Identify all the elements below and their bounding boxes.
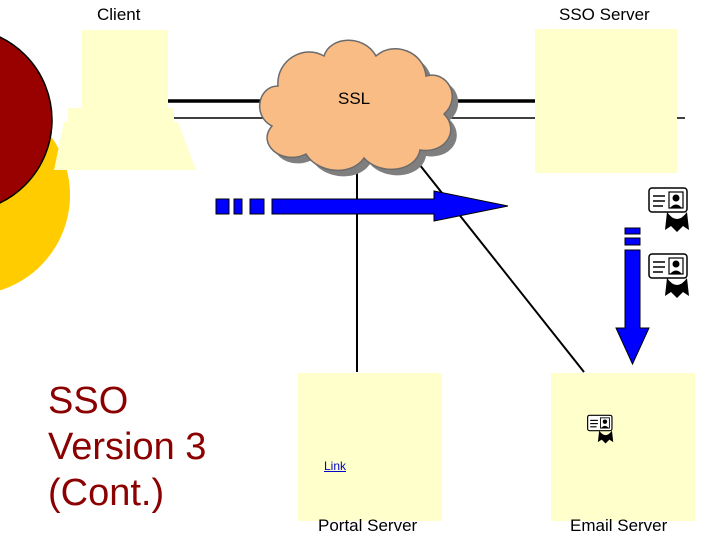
sso-server-label: SSO Server <box>559 5 650 24</box>
sso-server-box <box>535 29 677 173</box>
ssl-label: SSL <box>338 89 371 108</box>
email-connection-line <box>399 139 585 373</box>
email-server-label: Email Server <box>570 516 668 535</box>
request-arrow-right <box>215 190 509 222</box>
decor-red-circle <box>0 36 53 204</box>
portal-server-box <box>298 373 442 521</box>
email-server-box <box>551 373 695 521</box>
ssl-cloud <box>258 39 459 177</box>
ticket-person-icon <box>587 414 614 444</box>
ticket-person-icon <box>648 187 689 232</box>
title-line-2: Version 3 <box>48 426 207 468</box>
ticket-person-icon <box>648 253 689 298</box>
client-label: Client <box>97 5 141 24</box>
slide-title: SSO Version 3 (Cont.) <box>48 378 206 516</box>
client-computer-icon <box>54 30 196 170</box>
ticket-arrow-down <box>615 227 650 366</box>
title-line-1: SSO <box>48 380 129 422</box>
portal-server-label: Portal Server <box>318 516 418 535</box>
title-line-3: (Cont.) <box>48 472 165 514</box>
portal-link[interactable]: Link <box>324 459 347 473</box>
